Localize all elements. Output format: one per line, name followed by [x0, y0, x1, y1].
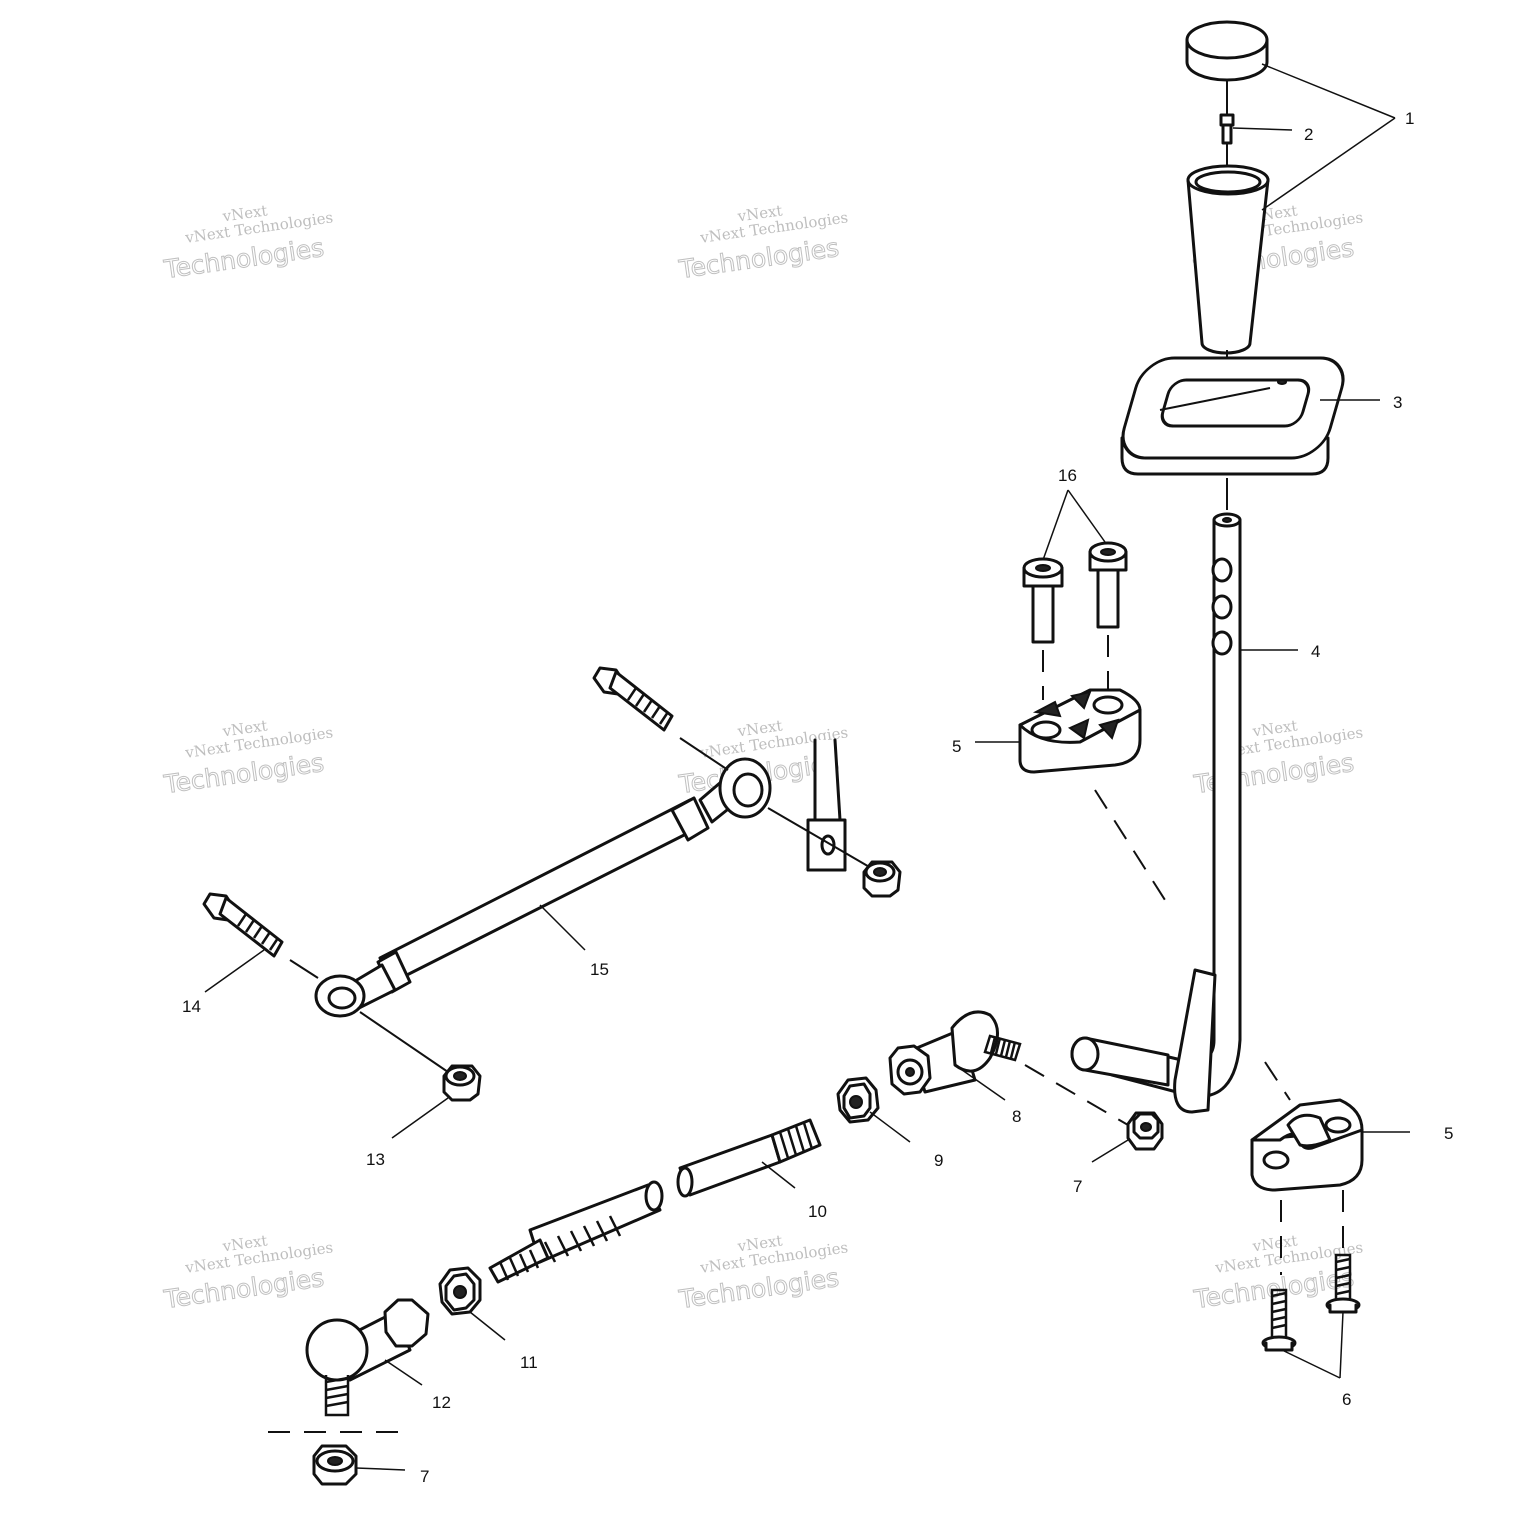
shift-boot [1120, 356, 1345, 476]
bolt-axis [767, 807, 879, 873]
knob-screw [1219, 113, 1235, 145]
bolt-axis [359, 1011, 449, 1073]
jam-nut [836, 1076, 880, 1124]
ball-joint [305, 1298, 430, 1417]
lock-nut-bottom [312, 1444, 358, 1486]
rod-bolt-lower [202, 892, 284, 958]
rod-nut-upper [862, 860, 902, 898]
watermark: vNext vNext Technologies Technologies [161, 1231, 334, 1314]
watermark: vNext vNext Technologies Technologies [161, 201, 334, 284]
callout-7-right: 7 [1073, 1177, 1082, 1196]
nut-guide-line [1024, 1064, 1129, 1126]
callout-16: 16 [1058, 466, 1077, 485]
callout-11: 11 [520, 1353, 538, 1372]
callout-labels: 1 2 3 4 5 5 6 7 7 8 9 10 11 12 13 14 15 … [182, 109, 1453, 1486]
bolt-axis [679, 737, 729, 771]
pivot-block-upper [1018, 688, 1142, 774]
callout-4: 4 [1311, 642, 1320, 661]
callout-12: 12 [432, 1393, 451, 1412]
pivot-block-lower [1250, 1098, 1364, 1192]
pivot-bolt-right [1088, 541, 1128, 629]
bolt-axis [289, 959, 319, 979]
callout-7-bottom: 7 [420, 1467, 429, 1486]
knob-sleeve [1186, 164, 1270, 355]
callout-9: 9 [934, 1151, 943, 1170]
shift-lever [1070, 512, 1242, 1114]
callout-1: 1 [1405, 109, 1414, 128]
watermark: vNext vNext Technologies Technologies [676, 1231, 849, 1314]
callout-14: 14 [182, 997, 201, 1016]
callout-6: 6 [1342, 1390, 1351, 1409]
connecting-rod [314, 757, 772, 1018]
callout-10: 10 [808, 1202, 827, 1221]
lock-nut-right [1126, 1111, 1164, 1151]
mounting-screw-left [1261, 1288, 1297, 1352]
rod-nut [438, 1266, 482, 1316]
pivot-bolt-left [1022, 557, 1064, 644]
watermark: vNext vNext Technologies Technologies [161, 716, 334, 799]
rod-end-right [888, 1010, 1022, 1096]
leader-lines [204, 63, 1410, 1471]
watermark: vNext vNext Technologies Technologies [676, 201, 849, 284]
rod-nut-lower [442, 1064, 482, 1102]
block-guide-line [1094, 789, 1166, 901]
adjuster-tube [676, 1118, 822, 1198]
callout-5-upper: 5 [952, 737, 961, 756]
knob-cap [1185, 20, 1269, 82]
callout-13: 13 [366, 1150, 385, 1169]
callout-15: 15 [590, 960, 609, 979]
callout-8: 8 [1012, 1107, 1021, 1126]
block-guide-line [1264, 1061, 1291, 1101]
callout-3: 3 [1393, 393, 1402, 412]
callout-2: 2 [1304, 125, 1313, 144]
rod-bolt-upper [592, 666, 674, 732]
callout-5-lower: 5 [1444, 1124, 1453, 1143]
threaded-shift-rod [488, 1180, 664, 1284]
